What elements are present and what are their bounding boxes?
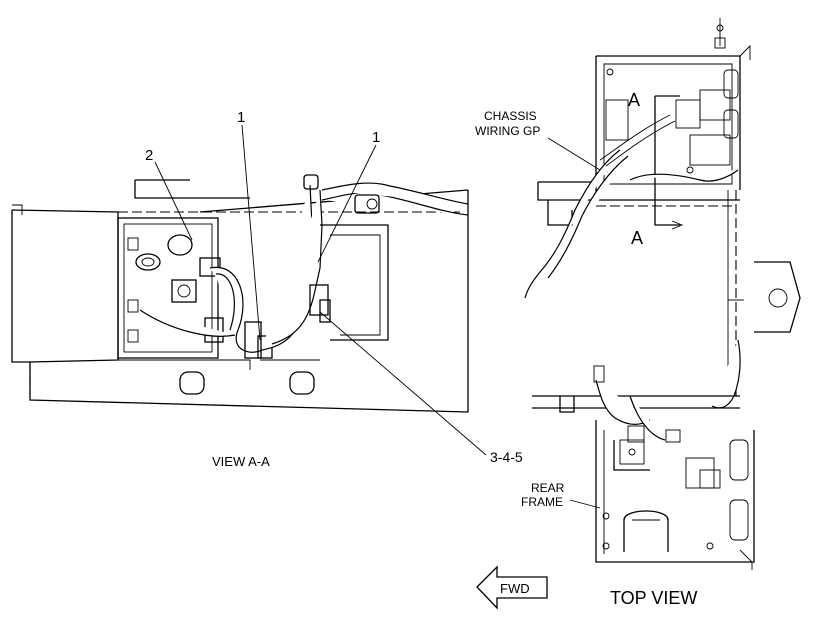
callout-2: 2 [145,147,153,164]
view-a-a-leaders [154,124,487,456]
section-mark-a-bottom: A [631,228,643,248]
view-a-a-drawing [11,174,469,413]
chassis-label-line1: CHASSIS [484,109,537,123]
fwd-arrow: FWD [476,565,548,610]
top-view-title: TOP VIEW [610,588,697,608]
callout-1-right: 1 [372,129,380,146]
rear-label-line1: REAR [531,481,565,495]
fwd-arrow-label: FWD [500,581,530,596]
callout-3-4-5: 3-4-5 [490,449,523,465]
section-mark-a-top: A [628,90,640,110]
top-view-drawing [524,18,801,570]
chassis-label-line2: WIRING GP [475,124,540,138]
callout-1-left: 1 [237,109,245,126]
rear-label-line2: FRAME [521,495,563,509]
top-view-leaders [547,137,601,509]
view-a-a-title: VIEW A-A [212,454,270,469]
